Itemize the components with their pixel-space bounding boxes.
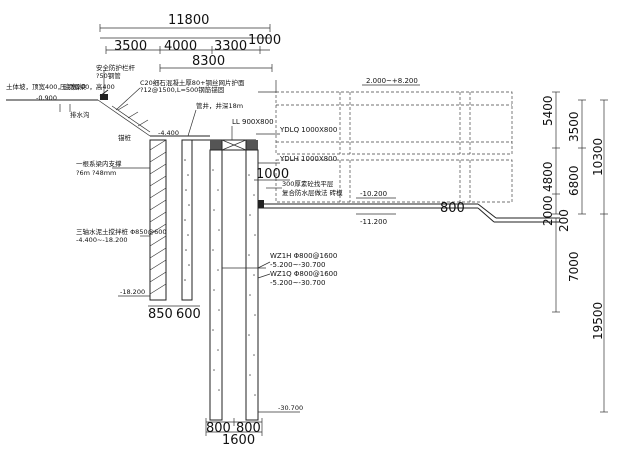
bottom-dimensions: [148, 305, 263, 436]
label-ll-beam: LL 900X800: [232, 118, 274, 126]
pile-dots-main: [212, 169, 256, 396]
pile-wz1q: [245, 149, 259, 421]
dim-1600: 1600: [222, 433, 255, 448]
label-safety-fence-1: 安全防护栏杆: [96, 63, 136, 72]
label-pile-note-2: -4.400~-18.200: [76, 236, 128, 244]
dim-7000: 7000: [567, 251, 581, 282]
right-dimensions: [552, 91, 608, 413]
dim-4800: 4800: [541, 161, 555, 192]
dim-2000: 2000: [541, 195, 555, 226]
label-wz1q-1: WZ1Q Φ800@1600: [270, 270, 338, 278]
dim-850: 850: [148, 307, 173, 322]
bored-pile: [181, 139, 193, 301]
dim-3500-top: 3500: [114, 39, 147, 54]
label-wz1h-2: -5.200~-30.700: [270, 261, 325, 269]
dim-3500-right: 3500: [567, 111, 581, 142]
label-safety-fence-2: ?50钢管: [96, 71, 121, 80]
dim-3300-top: 3300: [214, 39, 247, 54]
label-support-1: 一根系梁内支撑: [76, 159, 122, 168]
dim-800-a: 800: [206, 421, 231, 436]
dim-1000-top: 1000: [248, 33, 281, 48]
dim-5400: 5400: [541, 95, 555, 126]
label-level-1020: -10.200: [360, 190, 387, 198]
dim-800-b: 800: [236, 421, 261, 436]
label-note-waterproof: 复合防水层做法 砖模: [282, 188, 343, 197]
label-support-2: ?6m ?48mm: [76, 169, 116, 177]
label-anchor: 锚桩: [118, 133, 132, 142]
label-note-300: 300厚素砼找平层: [282, 179, 334, 188]
dim-4000-top: 4000: [164, 39, 197, 54]
dim-19500: 19500: [591, 302, 605, 340]
dim-6800: 6800: [567, 165, 581, 196]
label-level-1820: -18.200: [120, 288, 145, 296]
structure-outline: [258, 80, 513, 203]
dim-600: 600: [176, 307, 201, 322]
label-level-1120: -11.200: [360, 218, 387, 226]
base-slab: [258, 200, 560, 223]
label-c20-2: ?12@1500,L=500钢筋锚固: [140, 85, 224, 94]
dim-11800: 11800: [168, 13, 209, 28]
dim-200: 200: [557, 209, 571, 232]
pile-dots-left: [184, 159, 190, 281]
dim-1000-mid: 1000: [256, 167, 289, 182]
label-ydlq: YDLQ 1000X800: [279, 126, 337, 134]
label-ydlh: YDLH 1000X800: [279, 155, 337, 163]
label-level-3070: -30.700: [278, 404, 303, 412]
label-wz1q-2: -5.200~-30.700: [270, 279, 325, 287]
label-ground-level: -0.900: [36, 94, 57, 102]
cap-beam: [192, 139, 258, 151]
label-c20-1: C20细石混凝土厚80+钢丝网片护面: [140, 78, 245, 87]
label-pile-note-1: 三轴水泥土搅拌桩 Φ850@600: [76, 227, 167, 236]
label-level-4400: -4.400: [158, 129, 179, 137]
soil-mixing-pile: [149, 139, 167, 301]
dim-10300: 10300: [591, 138, 605, 176]
label-pipe-note: 管井，井深18m: [196, 101, 243, 110]
label-ground-left-1: 土体坡，顶宽400，底宽200，高400: [6, 82, 115, 91]
label-drain-ditch: 排水沟: [70, 110, 90, 119]
pile-wz1h: [209, 149, 223, 421]
label-level-top: 2.000~+8.200: [366, 77, 418, 85]
top-dimensions: 11800 1000 3500 4000 3300 8300: [99, 13, 281, 72]
left-ground: [6, 70, 210, 137]
label-wz1h-1: WZ1H Φ800@1600: [270, 252, 337, 260]
dim-800-mid: 800: [440, 201, 465, 216]
dim-8300: 8300: [192, 54, 225, 69]
label-ground-left-2: 压顶圈梁: [60, 82, 87, 91]
